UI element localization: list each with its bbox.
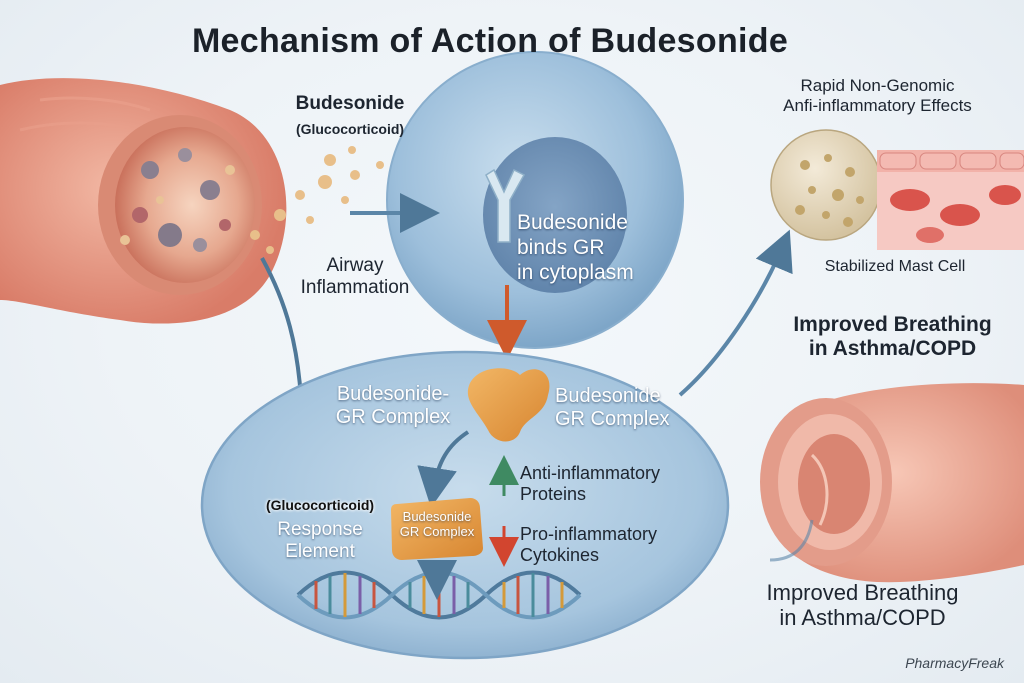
anti-inflammatory-line2: Proteins [520, 483, 587, 504]
dna-complex-line1: Budesonide [402, 509, 472, 524]
response-element-label: (Glucocorticoid) Response Element [240, 497, 400, 563]
pro-inflammatory-label: Pro-inflammatory Cytokines [520, 524, 700, 565]
anti-inflammatory-label: Anti-inflammatory Proteins [520, 463, 700, 504]
target-cell [386, 51, 684, 349]
cytoplasm-line2: binds GR [517, 236, 605, 260]
glucocorticoid-receptor-icon [485, 168, 526, 243]
dna-bound-complex-icon [391, 498, 483, 560]
rapid-effects-line2: Anfi-inflammatory Effects [783, 95, 972, 115]
complex-left-line1: Budesonide- [336, 383, 450, 405]
cytoplasm-line1: Budesonide [517, 211, 628, 234]
dna-helix [296, 560, 582, 620]
rapid-effects-label: Rapid Non-Genomic Anfi-inflammatory Effe… [745, 76, 1010, 115]
response-element-line3: Element [285, 540, 355, 562]
complex-right-label: Budesonide GR Complex [555, 385, 685, 431]
cytoplasm-binding-label: Budesonide binds GR in cytoplasm [517, 210, 647, 286]
breathing-bottom-line2: in Asthma/COPD [779, 605, 946, 631]
breathing-top-label: Improved Breathing in Asthma/COPD [770, 313, 1015, 361]
rapid-effects-arrow [678, 229, 793, 397]
complex-right-line2: GR Complex [555, 408, 670, 430]
mast-cell-illustration [770, 129, 882, 241]
drug-class: (Glucocorticoid) [295, 120, 405, 137]
breathing-bottom-label: Improved Breathing in Asthma/COPD [745, 580, 980, 631]
drug-name: Budesonide [295, 93, 405, 114]
pro-inflammatory-line2: Cytokines [520, 544, 600, 565]
budesonide-gr-complex-icon [467, 368, 550, 442]
breathing-arrow [769, 519, 814, 562]
pro-inflammatory-line1: Pro-inflammatory [520, 524, 658, 544]
cytoplasm-line3: in cytoplasm [517, 261, 634, 285]
budesonide-particles [250, 146, 393, 254]
drug-label: Budesonide (Glucocorticoid) [285, 93, 415, 137]
watermark-text: PharmacyFreak [905, 654, 1004, 671]
complex-left-label: Budesonide- GR Complex [318, 383, 468, 429]
response-element-line2: Response [277, 519, 363, 541]
rapid-effects-line1: Rapid Non-Genomic [800, 76, 955, 95]
breathing-top-line1: Improved Breathing [793, 313, 992, 336]
airway-inflammation-label: Airway Inflammation [300, 255, 410, 299]
complex-right-line1: Budesonide [555, 385, 661, 407]
complex-left-line2: GR Complex [335, 406, 451, 428]
mast-cell-label: Stabilized Mast Cell [824, 258, 966, 275]
stabilized-tissue-illustration [877, 150, 1024, 250]
diagram-title: Mechanism of Action of Budesonide [191, 22, 789, 60]
breathing-bottom-line1: Improved Breathing [766, 580, 959, 605]
complex-to-dna-arrow [417, 430, 470, 508]
dna-complex-line2: GR Complex [399, 523, 475, 539]
response-element-line1: (Glucocorticoid) [265, 497, 375, 513]
airway-line1: Airway [326, 255, 384, 276]
anti-inflammatory-line1: Anti-inflammatory [520, 463, 661, 483]
healthy-airway-illustration [760, 383, 1024, 583]
inflamed-airway-illustration [0, 78, 287, 324]
dna-complex-label: Budesonide GR Complex [394, 509, 480, 540]
airway-line2: Inflammation [300, 276, 410, 298]
breathing-top-line2: in Asthma/COPD [808, 337, 977, 361]
